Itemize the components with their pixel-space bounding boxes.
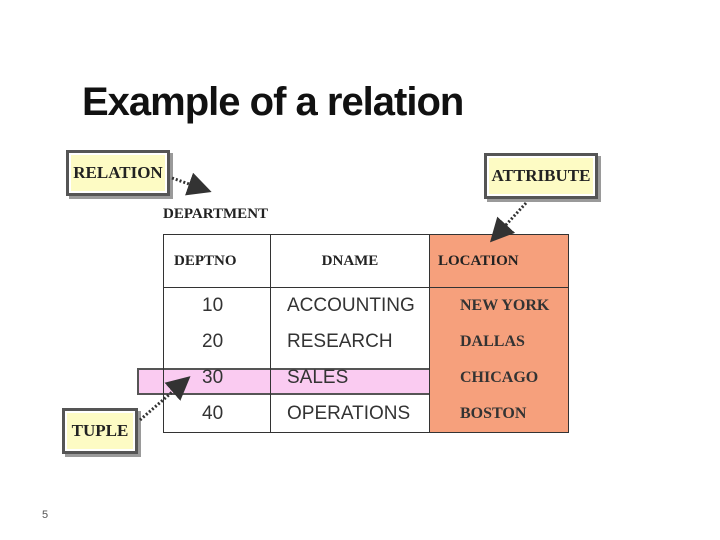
tuple-label: TUPLE [62,408,138,454]
cell-deptno: 10 [163,287,271,324]
cell-location: DALLAS [429,324,569,360]
relation-table: DEPTNO DNAME LOCATION 10 ACCOUNTING NEW … [163,234,569,433]
relation-label: RELATION [66,150,170,196]
table-row: 20 RESEARCH DALLAS [163,324,569,360]
page-number: 5 [42,509,49,521]
relation-arrow [171,172,212,196]
column-header-dname: DNAME [270,234,430,288]
cell-location: BOSTON [429,396,569,433]
tuple-arrow [139,376,191,422]
cell-deptno: 40 [163,396,271,433]
cell-location: CHICAGO [429,360,569,396]
cell-dname: SALES [270,360,430,396]
table-row: 40 OPERATIONS BOSTON [163,396,569,433]
table-caption: DEPARTMENT [163,206,269,222]
cell-dname: ACCOUNTING [270,287,430,324]
attribute-arrow [489,201,528,243]
slide-title: Example of a relation [82,80,464,124]
table-header-row: DEPTNO DNAME LOCATION [163,234,569,288]
cell-dname: OPERATIONS [270,396,430,433]
column-header-location: LOCATION [429,234,569,288]
column-header-deptno: DEPTNO [163,234,271,288]
attribute-label: ATTRIBUTE [484,153,598,199]
cell-dname: RESEARCH [270,324,430,360]
table-row: 10 ACCOUNTING NEW YORK [163,287,569,324]
cell-deptno: 20 [163,324,271,360]
cell-location: NEW YORK [429,287,569,324]
